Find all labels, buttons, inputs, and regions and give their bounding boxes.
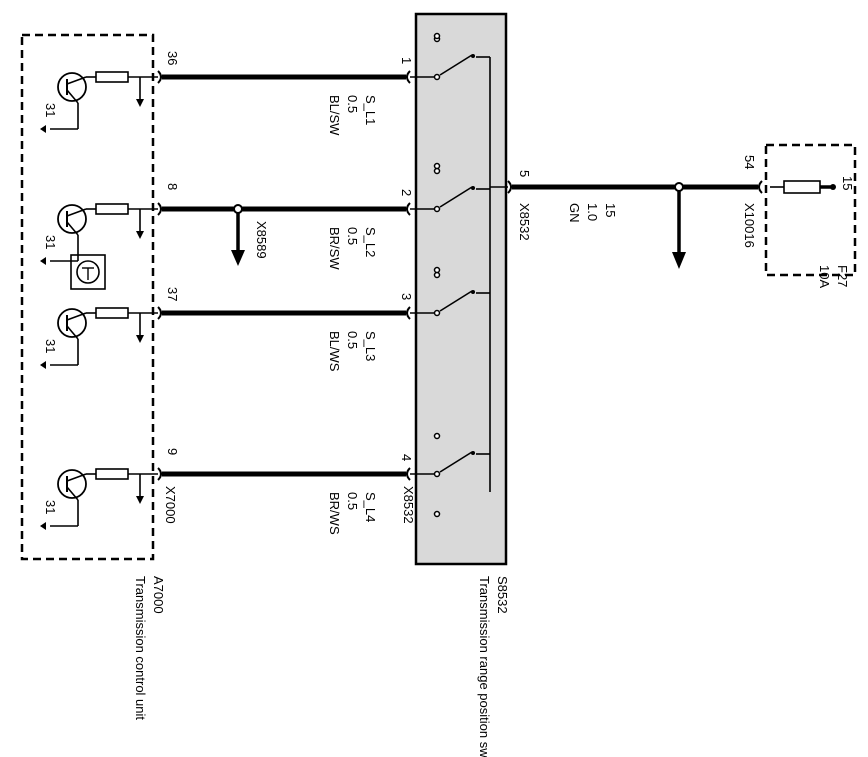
- tcu-controller-icon: [70, 254, 106, 290]
- switch-contact: [433, 432, 441, 440]
- ground-label: 31: [43, 235, 58, 249]
- tcu-pin-connector: [157, 467, 162, 481]
- switch-pin: 2: [399, 189, 414, 196]
- switch-pivot: [471, 290, 475, 294]
- switch-contact: [433, 510, 441, 518]
- switch-pin-connector: [406, 306, 411, 320]
- switch-pin-connector: [406, 467, 411, 481]
- supply-size: 1.0: [585, 203, 600, 221]
- ground-label: 31: [43, 500, 58, 514]
- labels-group: 5 X8532 15 1.0 GN 54 X10016 15 F27 10A X…: [43, 51, 855, 757]
- transistor-icon: [40, 71, 158, 133]
- supply-switch-connector: X8532: [517, 203, 532, 241]
- tcu-pin-connector: [157, 202, 162, 216]
- tcu-module-box: [20, 33, 155, 561]
- switch-contact: [433, 32, 441, 40]
- switch-contact: [433, 470, 441, 478]
- tcu-id: A7000: [151, 576, 166, 614]
- fuse-rating: 10A: [817, 265, 832, 288]
- fuse-icon: [770, 180, 836, 194]
- switch-contact: [433, 205, 441, 213]
- switch-blade: [439, 186, 473, 208]
- wire-size: 0.5: [345, 492, 360, 510]
- switch-connector-label: X8532: [401, 486, 416, 524]
- wire-size: 0.5: [345, 95, 360, 113]
- switch-pivot: [471, 186, 475, 190]
- wire-size: 0.5: [345, 227, 360, 245]
- fuse-terminal: 15: [840, 176, 855, 190]
- wire-size: 0.5: [345, 331, 360, 349]
- switch-contact: [433, 309, 441, 317]
- switch-id: S8532: [495, 576, 510, 614]
- ground-label: 31: [43, 103, 58, 117]
- fuse-module-box: [764, 143, 857, 277]
- tcu-pin: 9: [165, 448, 180, 455]
- switch-blade: [439, 54, 473, 76]
- branch-x8589: [231, 204, 245, 266]
- switch-contact: [433, 266, 441, 274]
- tcu-pin-connector: [157, 70, 162, 84]
- switch-pivot: [471, 451, 475, 455]
- switch-contacts-group: [410, 32, 508, 518]
- switch-pin-connector: [406, 202, 411, 216]
- supply-signal: 15: [603, 203, 618, 217]
- switch-name: Transmission range position switch: [477, 576, 492, 757]
- signal-wires-group: [157, 70, 411, 481]
- switch-contact: [433, 73, 441, 81]
- fuse-id: F27: [835, 265, 850, 287]
- wire-signal: S_L3: [363, 331, 378, 361]
- switch-pin: 4: [399, 454, 414, 461]
- transistor-icon: [40, 203, 158, 265]
- wire-color: BR/WS: [327, 492, 342, 535]
- ground-label: 31: [43, 339, 58, 353]
- supply-color: GN: [567, 203, 582, 223]
- supply-switch-pin: 5: [517, 170, 532, 177]
- branch-connector-label: X8589: [254, 221, 269, 259]
- tcu-name: Transmission control unit: [133, 576, 148, 720]
- wire-signal: S_L4: [363, 492, 378, 522]
- tcu-pin: 8: [165, 183, 180, 190]
- wire-color: BL/WS: [327, 331, 342, 372]
- transistor-icon: [40, 468, 158, 530]
- supply-wire: [507, 180, 763, 269]
- switch-pin: 1: [399, 57, 414, 64]
- tcu-pin-connector: [157, 306, 162, 320]
- wire-color: BR/SW: [327, 227, 342, 270]
- wire-color: BL/SW: [327, 95, 342, 136]
- switch-blade: [439, 451, 473, 473]
- transistor-icon: [40, 307, 158, 369]
- switch-pivot: [471, 54, 475, 58]
- wire-signal: S_L1: [363, 95, 378, 125]
- switch-pin-connector: [406, 70, 411, 84]
- switch-pin: 3: [399, 293, 414, 300]
- tcu-pin: 36: [165, 51, 180, 65]
- switch-contact: [433, 162, 441, 170]
- tcu-transistor-group: [40, 71, 158, 530]
- tcu-pin: 37: [165, 287, 180, 301]
- wire-signal: S_L2: [363, 227, 378, 257]
- switch-blade: [439, 290, 473, 312]
- switch-module-box: [414, 12, 508, 566]
- tcu-connector-label: X7000: [163, 486, 178, 524]
- fuse-connector: X10016: [742, 203, 757, 248]
- supply-fuse-pin: 54: [742, 155, 757, 169]
